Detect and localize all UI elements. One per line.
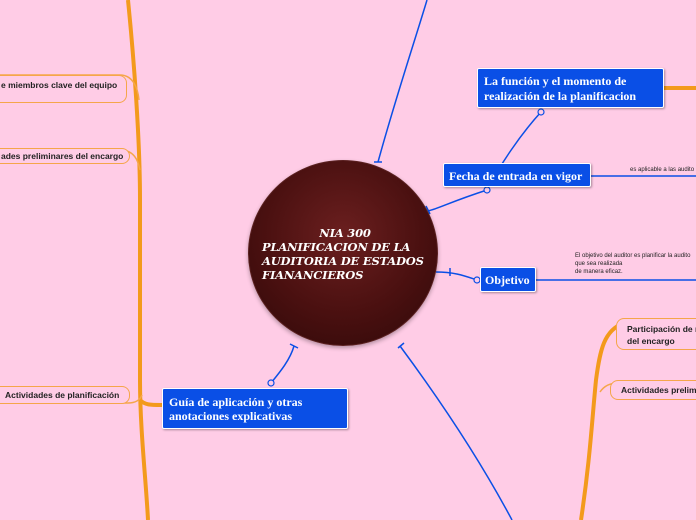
node-guia-line2: anotaciones explicativas xyxy=(169,409,292,423)
tick-guia xyxy=(289,343,299,349)
node-objetivo[interactable]: Objetivo xyxy=(480,267,536,292)
central-line-2: PLANIFICACION DE LA xyxy=(262,240,411,254)
orange-main-trunk-left xyxy=(126,0,150,520)
orange-trunk-right xyxy=(579,321,625,520)
left-item-2-label: ades preliminares del encargo xyxy=(1,151,124,161)
objetivo-note: El objetivo del auditor es planificar la… xyxy=(575,252,690,276)
handle-fecha xyxy=(483,186,491,194)
right-item-2-label: Actividades prelim xyxy=(621,385,696,395)
central-line-1: NIA 300 xyxy=(319,226,371,240)
node-funcion-line2: realización de la planificacion xyxy=(484,89,637,103)
tick-fecha xyxy=(425,205,431,215)
left-item-3-label: Actividades de planificación xyxy=(5,390,120,400)
orange-link-guia xyxy=(138,398,163,407)
node-funcion-line1: La función y el momento de xyxy=(484,74,627,88)
handle-funcion xyxy=(537,108,545,116)
blue-link-bottom xyxy=(399,345,513,520)
left-item-2[interactable]: ades preliminares del encargo xyxy=(0,148,130,164)
handle-guia xyxy=(267,379,275,387)
blue-link-fecha xyxy=(427,189,488,212)
right-item-2[interactable]: Actividades prelim xyxy=(610,380,696,400)
left-item-3[interactable]: Actividades de planificación xyxy=(0,386,130,404)
fecha-note: es aplicable a las audito xyxy=(630,167,695,173)
orange-link-item3 xyxy=(0,394,143,404)
central-line-3: AUDITORIA DE ESTADOS xyxy=(262,254,424,268)
blue-link-top xyxy=(377,0,428,163)
objetivo-note-line2: que sea realizada xyxy=(575,261,623,267)
blue-link-objetivo xyxy=(435,271,478,281)
left-item-1[interactable]: e miembros clave del equipo xyxy=(0,75,127,103)
node-objetivo-label: Objetivo xyxy=(485,273,530,287)
right-item-1-line1: Participación de r xyxy=(627,324,696,334)
central-line-4: FIANANCIEROS xyxy=(262,268,364,282)
node-fecha[interactable]: Fecha de entrada en vigor xyxy=(443,163,591,187)
node-funcion[interactable]: La función y el momento de realización d… xyxy=(477,68,664,108)
blue-link-guia xyxy=(270,345,295,384)
node-guia[interactable]: Guía de aplicación y otras anotaciones e… xyxy=(162,388,348,429)
central-topic[interactable] xyxy=(248,160,438,346)
right-item-1[interactable]: Participación de r del encargo xyxy=(616,318,696,350)
objetivo-note-line1: El objetivo del auditor es planificar la… xyxy=(575,253,691,259)
right-item-1-line2: del encargo xyxy=(627,336,675,346)
central-topic-text: NIA 300 PLANIFICACION DE LA AUDITORIA DE… xyxy=(262,226,428,282)
node-fecha-label: Fecha de entrada en vigor xyxy=(449,169,583,183)
node-guia-line1: Guía de aplicación y otras xyxy=(169,395,303,409)
tick-bottom xyxy=(397,342,405,349)
objetivo-note-line3: de manera eficaz. xyxy=(575,269,623,275)
left-item-1-label: e miembros clave del equipo xyxy=(1,80,118,90)
